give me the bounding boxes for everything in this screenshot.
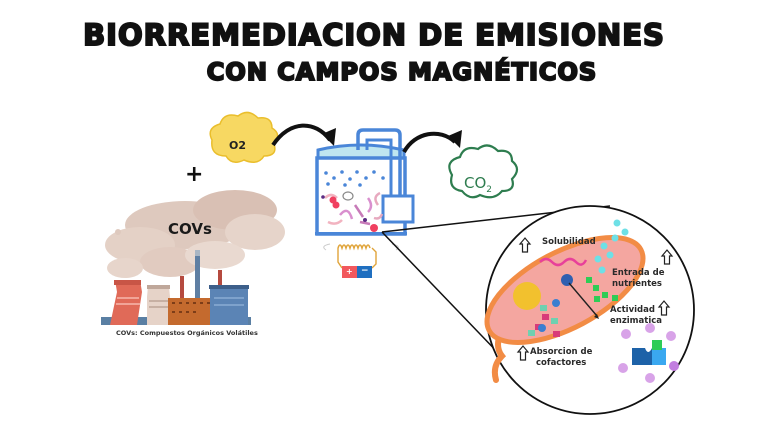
arrow-up-icon (518, 237, 532, 253)
co2-label: CO2 (464, 174, 492, 195)
enzyme-icon (618, 323, 679, 383)
increase-arrow-icons (516, 237, 674, 361)
battery-negative: − (361, 266, 369, 276)
plus-sign: + (185, 162, 204, 187)
effect-nutrient-line2: nutrientes (612, 279, 662, 289)
co2-cloud-icon (448, 144, 519, 199)
bacterium-cell-icon (484, 235, 646, 383)
effect-cofactor-line1: Absorcion de (530, 347, 593, 357)
co2-subscript: 2 (486, 185, 493, 195)
effect-cofactor-line2: cofactores (536, 358, 587, 368)
cofactor-particles (528, 299, 560, 337)
oxygen-label: O2 (229, 139, 247, 152)
arrow-to-reactor (271, 123, 332, 147)
factory-icon (101, 250, 251, 325)
oxygen-cloud-icon (209, 111, 279, 163)
nutrient-particles (586, 219, 629, 302)
diagram-title-line1: BIORREMEDIACION DE EMISIONES (82, 17, 665, 53)
effect-solubility: Solubilidad (542, 237, 596, 247)
effect-enzyme-line1: Actividad (610, 305, 655, 315)
arrow-up-icon (657, 300, 671, 316)
effect-enzyme-activity: Actividad enzimatica (610, 305, 662, 327)
bioreactor-icon (315, 128, 415, 236)
arrow-up-icon (516, 345, 530, 361)
smoke-cloud-icon (105, 190, 285, 278)
pollutant-label: COVs (168, 220, 212, 238)
battery-icon (342, 266, 372, 278)
effect-enzyme-line2: enzimatica (610, 316, 663, 326)
magnetic-coil-icon (323, 243, 399, 269)
battery-positive: + (346, 267, 353, 276)
arrow-up-icon (660, 249, 674, 265)
co2-text: CO (464, 174, 487, 192)
footnote: COVs: Compuestos Orgánicos Volátiles (116, 329, 258, 337)
effect-cofactor-absorption: Absorcion de cofactores (530, 347, 592, 369)
effect-nutrient-entry: Entrada de nutrientes (612, 268, 664, 290)
arrow-to-co2 (402, 131, 457, 154)
effect-nutrient-line1: Entrada de (612, 268, 665, 278)
diagram-title-line2: CON CAMPOS MAGNÉTICOS (206, 57, 598, 87)
